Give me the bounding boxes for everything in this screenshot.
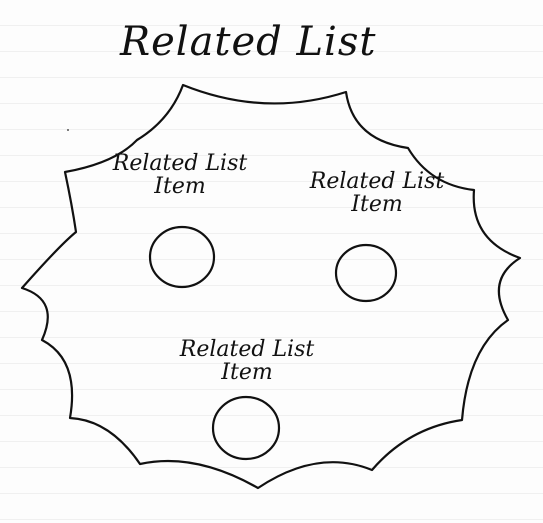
list-item-label-2: Related List Item (309, 169, 445, 218)
stray-dot (67, 129, 69, 131)
list-item-label-3: Related List Item (179, 337, 315, 386)
diagram-title: Related List (120, 19, 377, 65)
list-item-label-1: Related List Item (112, 151, 248, 200)
list-item-circle-1 (148, 225, 216, 289)
list-container-outline (20, 83, 522, 490)
list-item-circle-2 (334, 243, 398, 303)
list-item-circle-3 (211, 395, 281, 461)
